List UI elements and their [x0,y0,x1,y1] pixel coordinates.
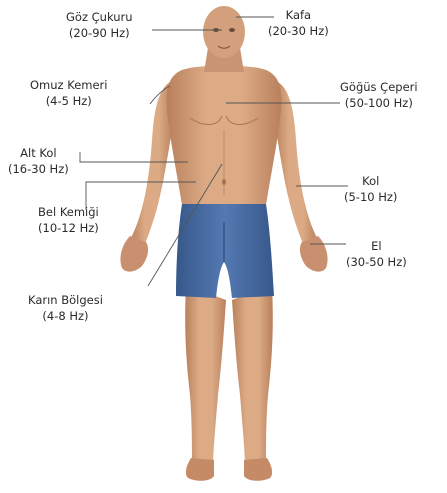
label-bel-kemigi: Bel Kemiği (10-12 Hz) [38,204,99,236]
left-hand [120,236,148,272]
label-frequency: (16-30 Hz) [8,161,69,177]
label-frequency: (4-5 Hz) [30,93,107,109]
label-title: El [346,238,407,254]
label-gogus-ceperi: Göğüs Çeperi (50-100 Hz) [340,79,418,111]
label-goz-cukuru: Göz Çukuru (20-90 Hz) [66,9,133,41]
label-frequency: (30-50 Hz) [346,254,407,270]
label-frequency: (5-10 Hz) [344,189,397,205]
label-title: Bel Kemiği [38,204,99,220]
label-frequency: (50-100 Hz) [340,95,418,111]
label-title: Kol [344,173,397,189]
label-omuz-kemeri: Omuz Kemeri (4-5 Hz) [30,77,107,109]
label-frequency: (4-8 Hz) [28,308,103,324]
label-frequency: (10-12 Hz) [38,220,99,236]
label-title: Kafa [268,7,329,23]
label-kol: Kol (5-10 Hz) [344,173,397,205]
left-leg [185,285,226,462]
label-alt-kol: Alt Kol (16-30 Hz) [8,145,69,177]
right-leg [232,285,273,462]
label-title: Göz Çukuru [66,9,133,25]
left-foot [186,458,214,481]
head [203,6,245,58]
right-hand [300,236,328,272]
label-title: Karın Bölgesi [28,292,103,308]
label-el: El (30-50 Hz) [346,238,407,270]
label-frequency: (20-90 Hz) [66,25,133,41]
label-kafa: Kafa (20-30 Hz) [268,7,329,39]
shorts [176,204,274,298]
label-title: Omuz Kemeri [30,77,107,93]
right-foot [244,458,272,481]
label-title: Göğüs Çeperi [340,79,418,95]
label-frequency: (20-30 Hz) [268,23,329,39]
label-karin-bolgesi: Karın Bölgesi (4-8 Hz) [28,292,103,324]
label-title: Alt Kol [8,145,69,161]
